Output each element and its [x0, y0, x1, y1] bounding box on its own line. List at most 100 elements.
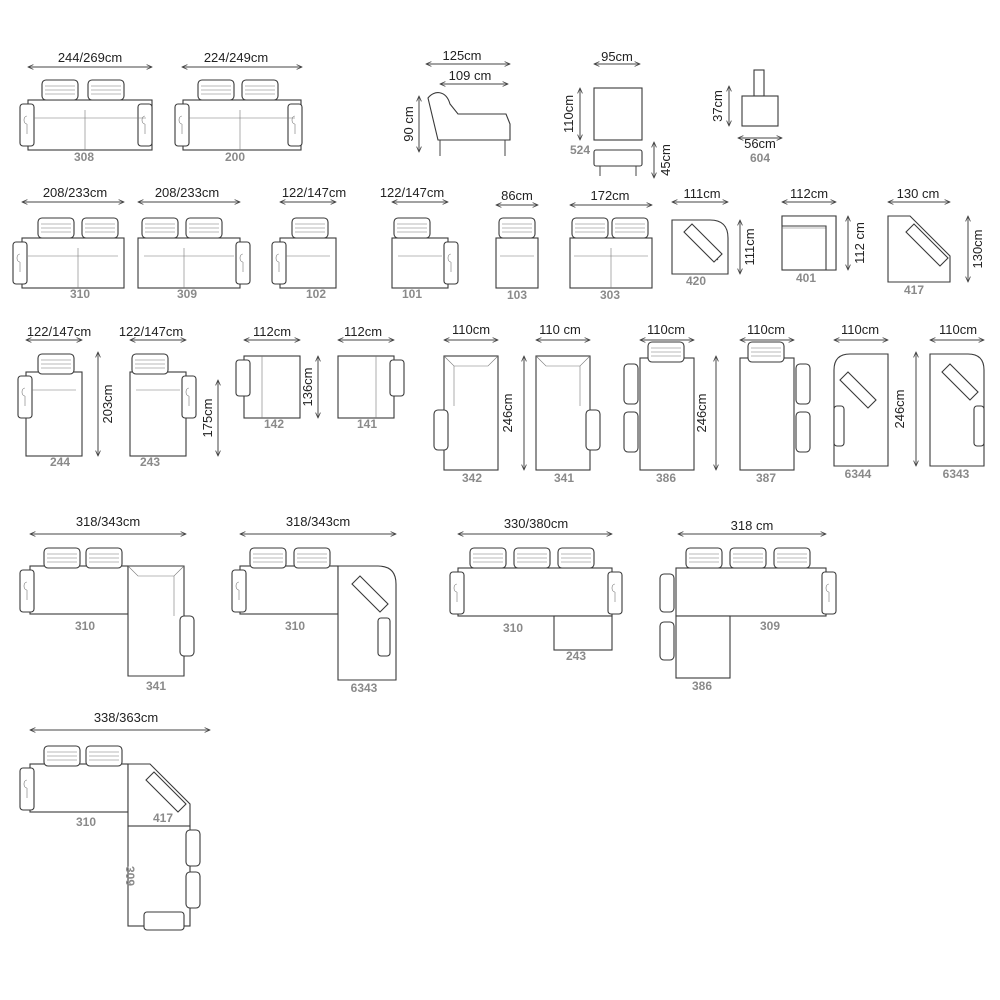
- module-code: 341: [554, 471, 574, 485]
- code-second: 386: [692, 679, 712, 693]
- width-label: 110cm: [747, 322, 785, 337]
- width-label: 110cm: [647, 322, 685, 337]
- depth-label: 246cm: [694, 393, 709, 432]
- composition-310-341: 318/343cm 310 341: [19, 514, 195, 693]
- depth-label: 130cm: [970, 229, 985, 268]
- composition-309-386: 318 cm 309 386: [659, 518, 837, 693]
- module-code: 142: [264, 417, 284, 431]
- depth-label: 246cm: [500, 393, 515, 432]
- width-label: 95cm: [601, 49, 633, 64]
- width-label: 172cm: [590, 188, 629, 203]
- width-label: 110cm: [841, 322, 879, 337]
- height-label: 37cm: [710, 90, 725, 122]
- width-label: 122/147cm: [282, 185, 346, 200]
- module-code: 103: [507, 288, 527, 302]
- width-label: 208/233cm: [43, 185, 107, 200]
- code-first: 310: [75, 619, 95, 633]
- module-code: 303: [600, 288, 620, 302]
- width-label: 338/363cm: [94, 710, 158, 725]
- module-309: 208/233cm 309: [138, 185, 251, 301]
- module-code: 420: [686, 274, 706, 288]
- code-second: 243: [566, 649, 586, 663]
- module-417: 130 cm 130cm 417: [888, 186, 985, 297]
- code-second: 341: [146, 679, 166, 693]
- module-code: 604: [750, 151, 770, 165]
- composition-310-243: 330/380cm 310 243: [449, 516, 623, 663]
- module-code: 101: [402, 287, 422, 301]
- module-code: 200: [225, 150, 245, 164]
- depth-label: 110cm: [561, 95, 576, 133]
- height-label: 90 cm: [401, 106, 416, 141]
- composition-310-6343: 318/343cm 310 6343: [231, 514, 396, 695]
- width-label: 122/147cm: [27, 324, 91, 339]
- module-401: 112cm 112 cm 401: [782, 186, 867, 285]
- module-101: 122/147cm 101: [380, 185, 459, 301]
- module-code: 524: [570, 143, 590, 157]
- module-244: 122/147cm 203cm 244: [17, 324, 115, 469]
- code-first: 310: [503, 621, 523, 635]
- module-524: 95cm 110cm 45cm 524: [561, 49, 673, 178]
- width-label: 110cm: [939, 322, 977, 337]
- width-label: 208/233cm: [155, 185, 219, 200]
- width-label: 318/343cm: [286, 514, 350, 529]
- depth-label: 112 cm: [852, 222, 867, 264]
- module-code: 386: [656, 471, 676, 485]
- module-6344: 110cm 246cm 6344: [834, 322, 916, 481]
- composition-310-417-309: 338/363cm 310 417 309: [19, 710, 210, 931]
- width-label: 112cm: [790, 186, 828, 201]
- module-308: 244/269cm 308: [19, 50, 152, 164]
- width-label: 112cm: [253, 324, 291, 339]
- width-label: 244/269cm: [58, 50, 122, 65]
- module-103: 86cm 103: [496, 188, 538, 302]
- module-303: 172cm 303: [570, 188, 652, 302]
- width-label: 224/249cm: [204, 50, 268, 65]
- module-200: 224/249cm 200: [174, 50, 302, 164]
- width-label: 110cm: [452, 322, 490, 337]
- module-386: 110cm 246cm 386: [623, 322, 716, 485]
- width-label: 122/147cm: [380, 185, 444, 200]
- module-341: 110 cm 341: [536, 322, 601, 485]
- module-142: 112cm 136cm 142: [235, 324, 318, 431]
- code-first: 310: [285, 619, 305, 633]
- width-label: 112cm: [344, 324, 382, 339]
- width-label: 130 cm: [897, 186, 940, 201]
- module-141: 112cm 141: [338, 324, 405, 431]
- module-342: 110cm 246cm 342: [433, 322, 524, 485]
- code-first: 310: [76, 815, 96, 829]
- code-second: 417: [153, 811, 173, 825]
- code-first: 309: [760, 619, 780, 633]
- depth-label: 136cm: [300, 367, 315, 406]
- module-code: 308: [74, 150, 94, 164]
- module-code: 6343: [943, 467, 970, 481]
- module-310: 208/233cm 310: [12, 185, 124, 301]
- module-code: 387: [756, 471, 776, 485]
- width-label: 318/343cm: [76, 514, 140, 529]
- module-420: 111cm 111cm 420: [672, 186, 757, 288]
- module-code: 309: [177, 287, 197, 301]
- code-third: 309: [123, 866, 137, 886]
- width-label: 318 cm: [731, 518, 774, 533]
- module-604: 37cm 56cm 604: [710, 69, 782, 165]
- width-label: 56cm: [744, 136, 776, 151]
- width-label: 125cm: [442, 48, 481, 63]
- module-387: 110cm 387: [740, 322, 811, 485]
- module-6343: 110cm 6343: [930, 322, 984, 481]
- module-243: 122/147cm 175cm 243: [119, 324, 218, 469]
- module-code: 102: [306, 287, 326, 301]
- module-code: 6344: [845, 467, 872, 481]
- width-label: 330/380cm: [504, 516, 568, 531]
- depth-label: 175cm: [200, 398, 215, 437]
- width-label: 111cm: [683, 186, 720, 201]
- depth-label: 109 cm: [449, 68, 492, 83]
- module-code: 141: [357, 417, 377, 431]
- module-102: 122/147cm 102: [271, 185, 346, 301]
- module-code: 342: [462, 471, 482, 485]
- module-code: 417: [904, 283, 924, 297]
- width-label: 86cm: [501, 188, 533, 203]
- module-code: 244: [50, 455, 70, 469]
- width-label: 110 cm: [539, 322, 581, 337]
- module-code: 310: [70, 287, 90, 301]
- module-code: 401: [796, 271, 816, 285]
- depth-label: 246cm: [892, 389, 907, 428]
